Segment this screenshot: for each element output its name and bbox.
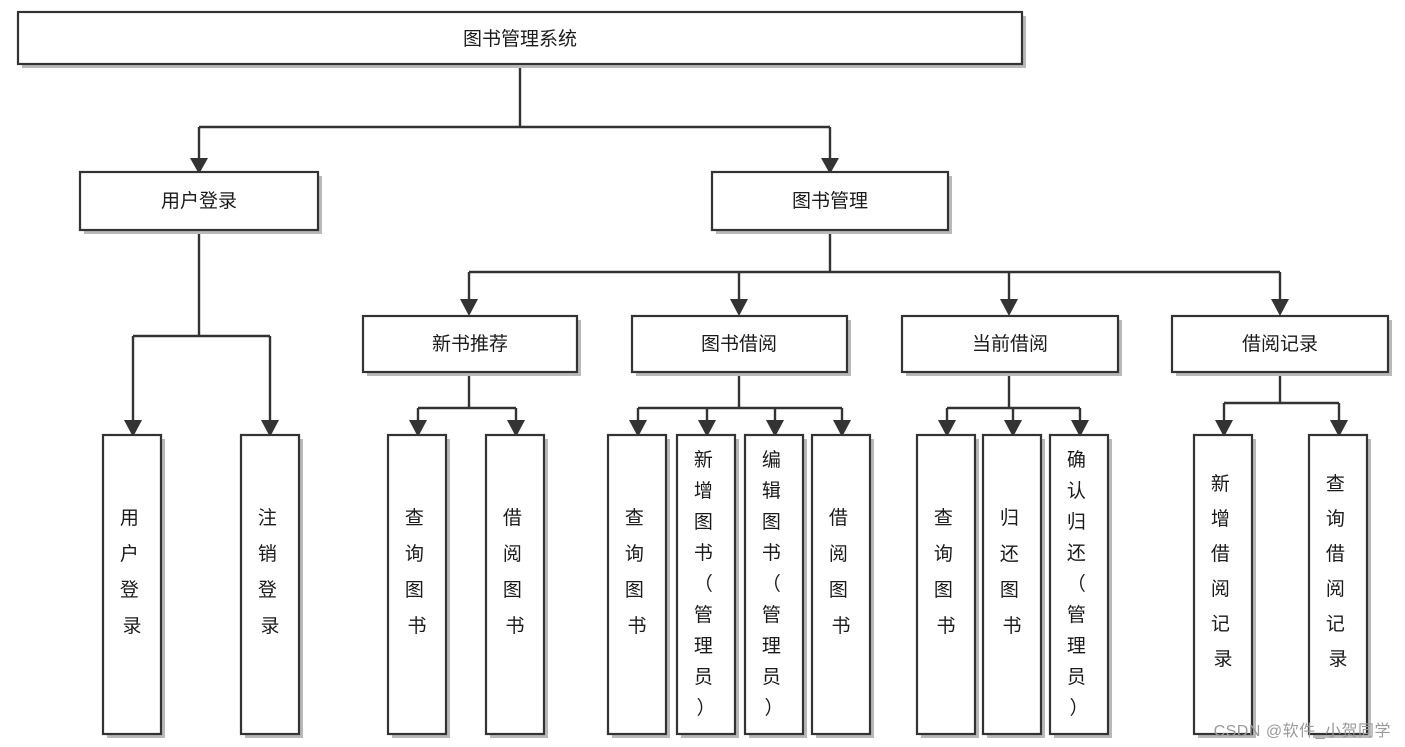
- arrow-to-leaf-user-logout: [261, 420, 279, 437]
- leaf-borrow-query-book-label: 查 询 图 书: [625, 507, 649, 637]
- node-leaf-user-login[interactable]: 用 户 登 录: [101, 433, 165, 738]
- leaf-borrow-add-book-rect: [675, 433, 737, 736]
- node-leaf-rec-query-book[interactable]: 查 询 图 书: [386, 433, 450, 738]
- arrow-to-leaf-borrow-add-book: [698, 420, 716, 437]
- borrow-record-rect: [1170, 314, 1390, 374]
- node-leaf-current-query-book[interactable]: 查 询 图 书: [915, 433, 979, 738]
- node-new-book-rec[interactable]: 新书推荐: [361, 314, 581, 376]
- leaf-rec-query-book-rect: [386, 433, 448, 736]
- leaf-current-confirm-return-rect: [1048, 433, 1110, 736]
- leaf-rec-query-book-label: 查 询 图 书: [405, 507, 429, 637]
- root-label: 图书管理系统: [463, 28, 577, 50]
- user-login-rect: [78, 170, 320, 232]
- leaf-user-login-rect: [101, 433, 163, 736]
- node-user-login[interactable]: 用户登录: [78, 170, 322, 234]
- leaf-record-add-label: 新 增 借 阅 记 录: [1211, 473, 1235, 670]
- leaf-current-query-book-rect: [915, 433, 977, 736]
- leaf-borrow-borrow-book-rect: [810, 433, 872, 736]
- arrow-to-user-login: [190, 158, 208, 174]
- node-leaf-record-add[interactable]: 新 增 借 阅 记 录: [1192, 433, 1256, 738]
- node-leaf-borrow-borrow-book[interactable]: 借 阅 图 书: [810, 433, 874, 738]
- arrow-to-borrow-record: [1271, 299, 1289, 316]
- leaf-current-return-book-rect: [981, 433, 1043, 736]
- new-book-rec-label: 新书推荐: [432, 333, 508, 355]
- node-leaf-current-confirm-return[interactable]: 确 认 归 还 （ 管 理 员 ）: [1048, 433, 1112, 738]
- arrow-to-leaf-record-add: [1215, 420, 1233, 437]
- leaf-record-query-rect: [1307, 433, 1369, 736]
- leaf-user-login-label: 用 户 登 录: [120, 508, 144, 637]
- arrow-to-book-manage: [821, 158, 839, 174]
- leaf-current-return-book-label: 归 还 图 书: [1000, 507, 1024, 637]
- book-manage-rect: [710, 170, 950, 232]
- book-borrow-label: 图书借阅: [701, 333, 777, 355]
- arrow-to-new-book-rec: [460, 299, 478, 316]
- leaf-current-query-book-label: 查 询 图 书: [934, 507, 958, 637]
- leaf-user-logout-rect: [239, 433, 301, 736]
- node-leaf-borrow-edit-book[interactable]: 编 辑 图 书 （ 管 理 员 ）: [743, 433, 807, 738]
- arrow-to-leaf-current-return-book: [1004, 420, 1022, 437]
- leaf-borrow-add-book-label: 新 增 图 书 （ 管 理 员 ）: [694, 449, 718, 719]
- current-borrow-label: 当前借阅: [972, 333, 1048, 355]
- book-manage-label: 图书管理: [792, 190, 868, 212]
- node-root[interactable]: 图书管理系统: [16, 10, 1026, 68]
- arrow-to-leaf-current-confirm-return: [1071, 420, 1089, 437]
- borrow-record-label: 借阅记录: [1242, 333, 1318, 355]
- leaf-borrow-query-book-rect: [606, 433, 668, 736]
- user-login-label: 用户登录: [161, 190, 237, 212]
- arrow-to-leaf-current-query-book: [938, 420, 956, 437]
- arrow-to-leaf-borrow-query-book: [629, 420, 647, 437]
- node-leaf-user-logout[interactable]: 注 销 登 录: [239, 433, 303, 738]
- node-leaf-borrow-add-book[interactable]: 新 增 图 书 （ 管 理 员 ）: [675, 433, 739, 738]
- connector-layer: [124, 66, 1348, 437]
- arrow-to-leaf-user-login: [124, 420, 142, 437]
- new-book-rec-rect: [361, 314, 579, 374]
- leaf-rec-borrow-book-rect: [484, 433, 546, 736]
- leaf-record-query-label: 查 询 借 阅 记 录: [1326, 473, 1350, 670]
- arrow-to-book-borrow: [730, 299, 748, 316]
- node-leaf-rec-borrow-book[interactable]: 借 阅 图 书: [484, 433, 548, 738]
- arrow-to-leaf-rec-query-book: [409, 420, 427, 437]
- leaf-record-add-rect: [1192, 433, 1254, 736]
- node-leaf-current-return-book[interactable]: 归 还 图 书: [981, 433, 1045, 738]
- node-leaf-record-query[interactable]: 查 询 借 阅 记 录: [1307, 433, 1371, 738]
- arrow-to-leaf-borrow-borrow-book: [833, 420, 851, 437]
- node-book-manage[interactable]: 图书管理: [710, 170, 952, 234]
- node-borrow-record[interactable]: 借阅记录: [1170, 314, 1392, 376]
- node-leaf-borrow-query-book[interactable]: 查 询 图 书: [606, 433, 670, 738]
- leaf-borrow-edit-book-rect: [743, 433, 805, 736]
- root-rect: [16, 10, 1024, 66]
- node-current-borrow[interactable]: 当前借阅: [900, 314, 1122, 376]
- csdn-watermark: CSDN @软件_小贺同学: [1213, 723, 1391, 740]
- leaf-borrow-borrow-book-label: 借 阅 图 书: [829, 507, 853, 637]
- leaf-current-confirm-return-label: 确 认 归 还 （ 管 理 员 ）: [1067, 449, 1091, 719]
- node-book-borrow[interactable]: 图书借阅: [630, 314, 851, 376]
- arrow-to-leaf-rec-borrow-book: [507, 420, 525, 437]
- current-borrow-rect: [900, 314, 1120, 374]
- leaf-rec-borrow-book-label: 借 阅 图 书: [503, 507, 527, 637]
- leaf-borrow-edit-book-label: 编 辑 图 书 （ 管 理 员 ）: [762, 449, 786, 719]
- arrow-to-leaf-borrow-edit-book: [766, 420, 784, 437]
- leaf-user-logout-label: 注 销 登 录: [258, 507, 282, 637]
- arrow-to-leaf-record-query: [1330, 420, 1348, 437]
- book-borrow-rect: [630, 314, 849, 374]
- arrow-to-current-borrow: [1000, 299, 1018, 316]
